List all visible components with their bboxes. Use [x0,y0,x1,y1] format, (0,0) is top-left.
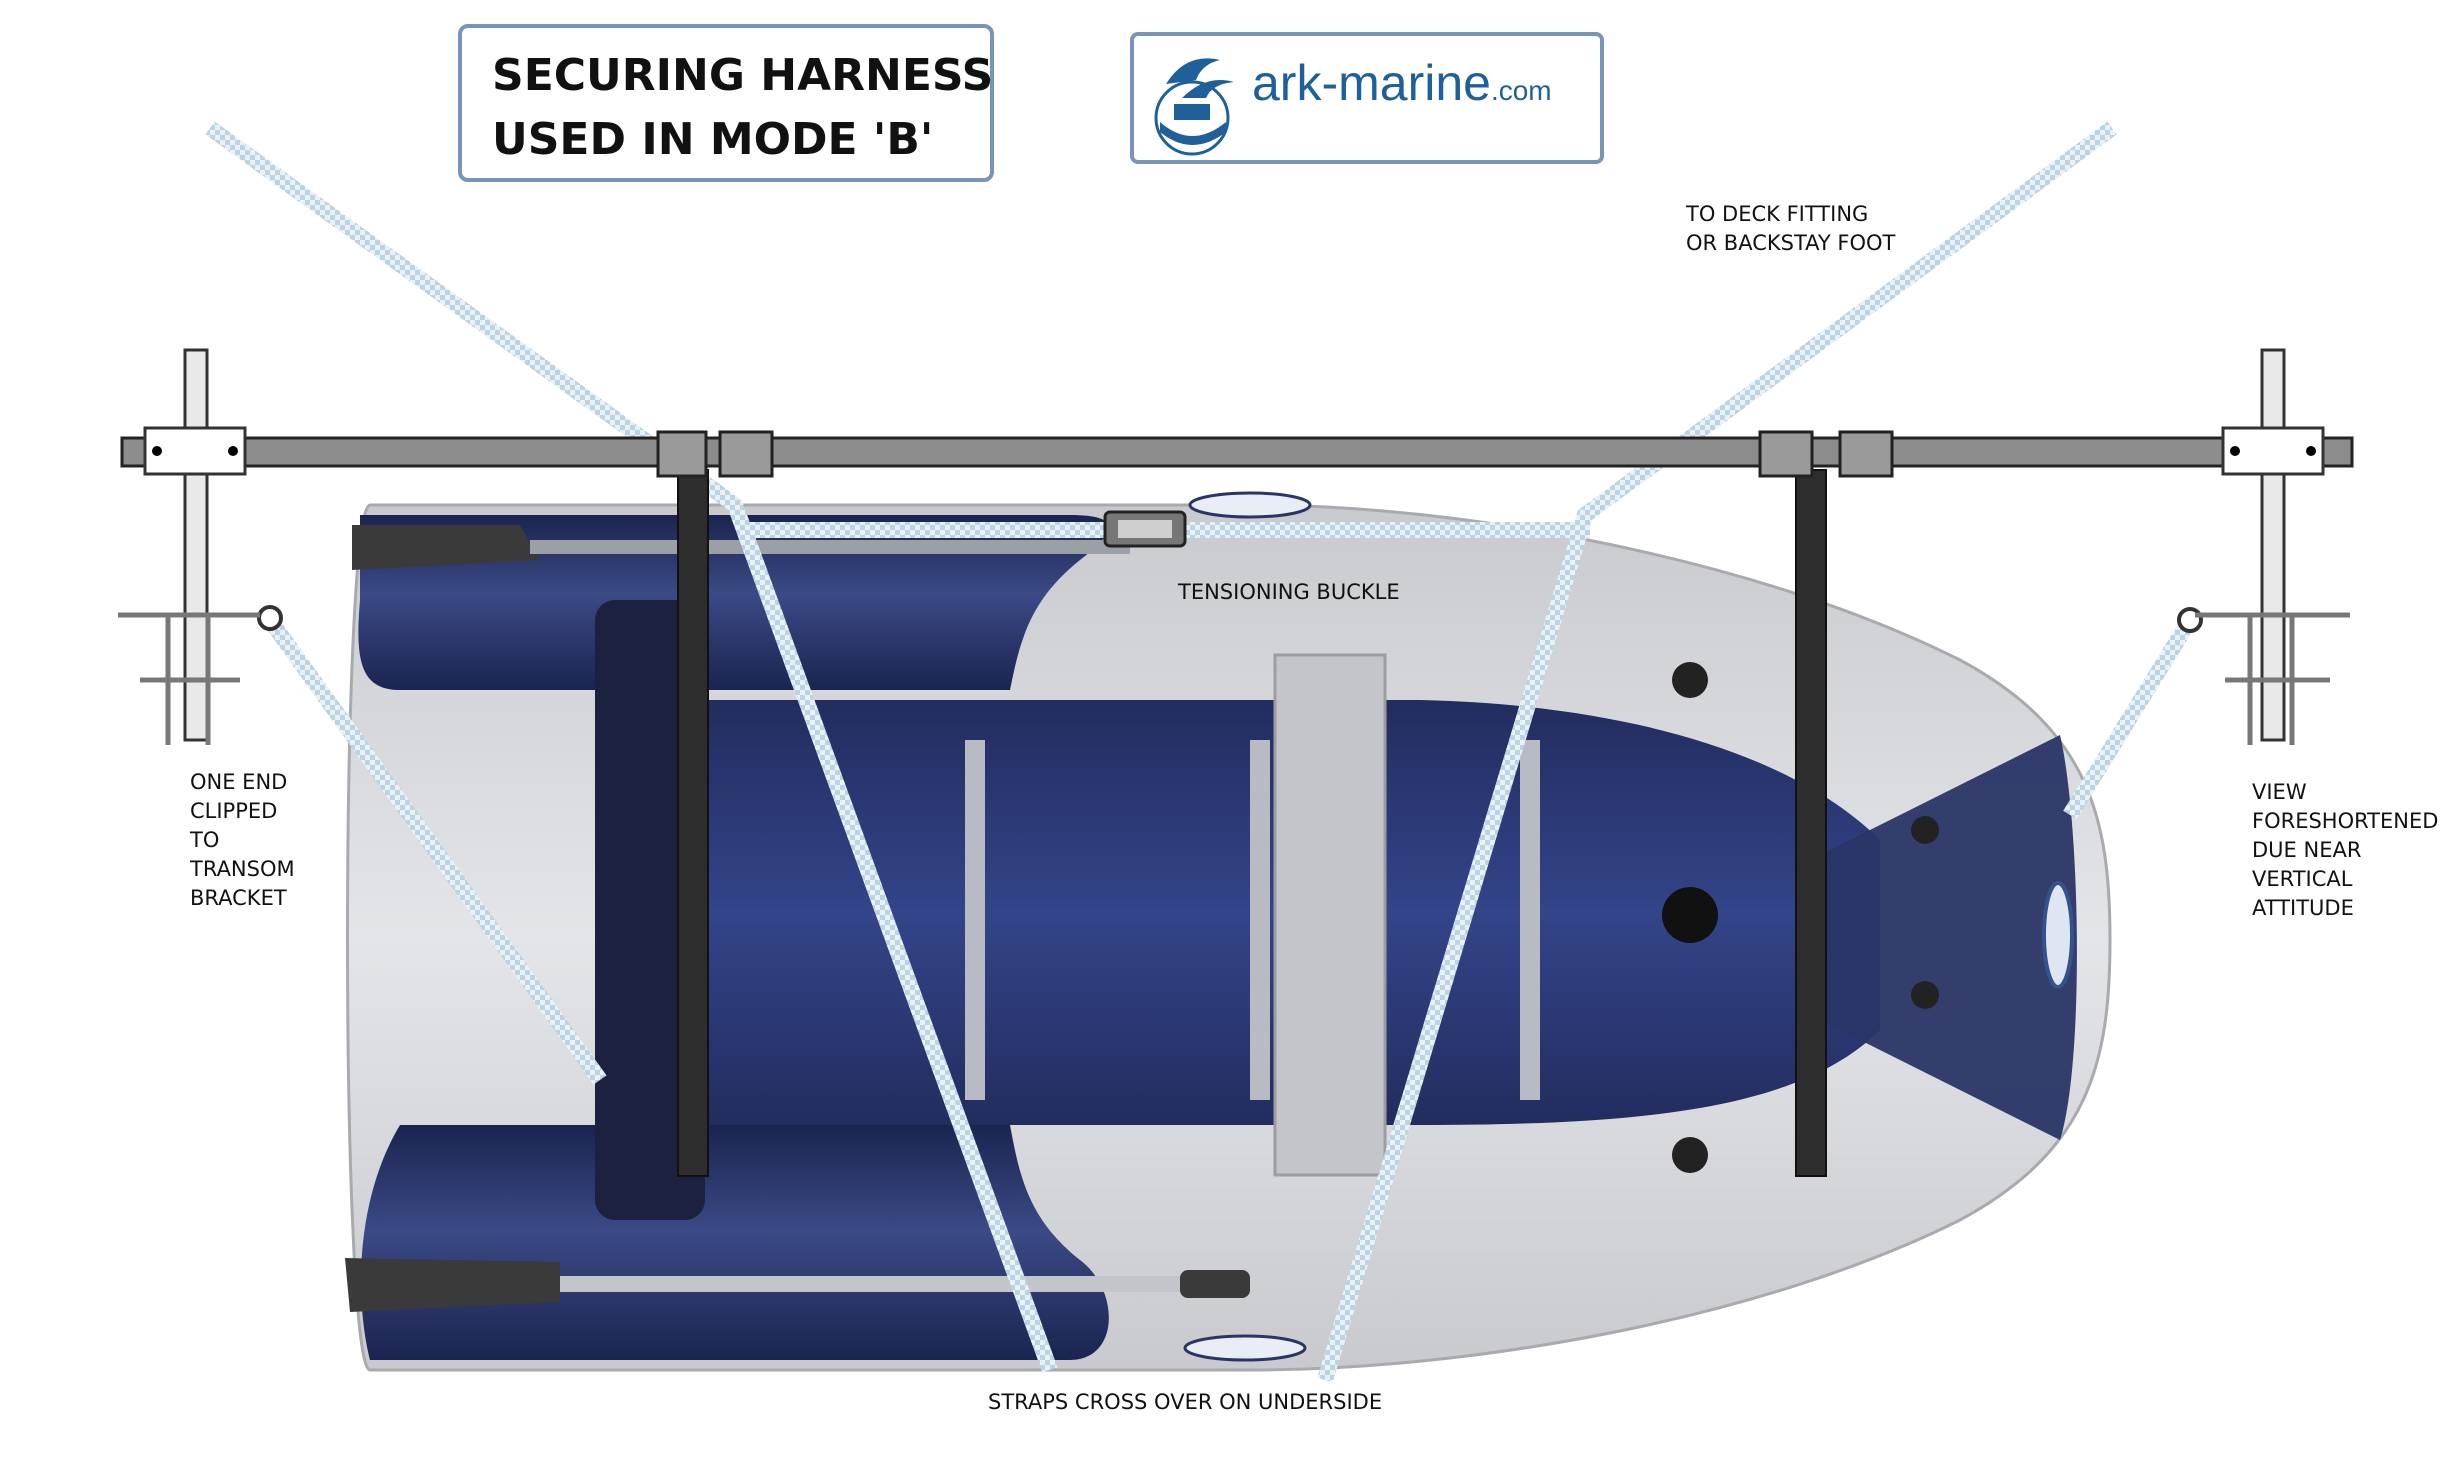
dinghy-hull [345,491,2112,1372]
view-line-2: FORESHORTENED [2252,809,2439,833]
valve [1672,1137,1708,1173]
valve [1911,981,1939,1009]
ark-marine-logo: ark-marine.com [1130,32,1604,164]
valve [1662,887,1718,943]
one-end-line-2: CLIPPED [190,799,278,823]
floor-slat [1520,740,1540,1100]
upper-navy-tube [358,515,1109,690]
view-line-5: ATTITUDE [2252,896,2354,920]
title-line-2: USED IN MODE 'B' [492,114,934,165]
fwd-arm-clamp [1758,430,1814,478]
view-foreshortened-label: VIEW FORESHORTENED DUE NEAR VERTICAL ATT… [2252,778,2438,923]
strap-top-right [1317,121,2117,1383]
seat-thwart [1273,653,1387,1177]
aft-arm-clamp [656,430,708,478]
one-end-line-3: TO [190,828,220,852]
right-clip-ring [2177,607,2203,633]
side-logo-plate [1188,491,1312,519]
cross-bar [120,436,2354,468]
view-line-4: VERTICAL [2252,867,2353,891]
davit-frame [118,348,2354,1177]
fwd-hanging-arm [1795,469,1827,1177]
side-logo-plate [1183,1334,1307,1362]
view-line-1: VIEW [2252,780,2307,804]
one-end-clipped-label: ONE END CLIPPED TO TRANSOM BRACKET [190,768,295,913]
one-end-line-4: TRANSOM [190,857,295,881]
deck-fitting-line-1: TO DECK FITTING [1686,202,1869,226]
strap-left-lower [263,615,607,1085]
logo-name: ark-marine [1252,55,1491,111]
deck-fitting-label: TO DECK FITTING OR BACKSTAY FOOT [1686,200,1895,258]
view-line-3: DUE NEAR [2252,838,2362,862]
one-end-line-5: BRACKET [190,886,287,910]
logo-domain: .com [1490,75,1552,106]
valve [1911,816,1939,844]
floor-slat [1250,740,1270,1100]
left-transom-bracket [118,612,260,745]
tensioning-buckle-label: TENSIONING BUCKLE [1178,580,1400,604]
deck-fitting-line-2: OR BACKSTAY FOOT [1686,231,1896,255]
one-end-line-1: ONE END [190,770,288,794]
tensioning-buckle [1103,510,1187,548]
strap-right-lower [2063,615,2197,820]
bow-patch [1800,735,2077,1140]
fwd-arm-clamp [1838,430,1894,478]
aft-hanging-arm [677,469,709,1177]
title-line-1: SECURING HARNESS [492,50,994,101]
logo-text: ark-marine.com [1252,54,1552,112]
dolphin-ark-icon [1154,58,1234,156]
lower-oar [345,1258,1250,1312]
floor-slat [965,740,985,1100]
straps-cross-label: STRAPS CROSS OVER ON UNDERSIDE [988,1390,1383,1414]
right-transom-bracket [2195,612,2350,745]
left-clip-ring [257,605,283,631]
aft-arm-clamp [718,430,774,478]
strap-top-left [205,121,1058,1373]
bow-logo-oval [2042,881,2074,989]
title-box: SECURING HARNESS USED IN MODE 'B' [458,24,994,182]
valve [1672,662,1708,698]
